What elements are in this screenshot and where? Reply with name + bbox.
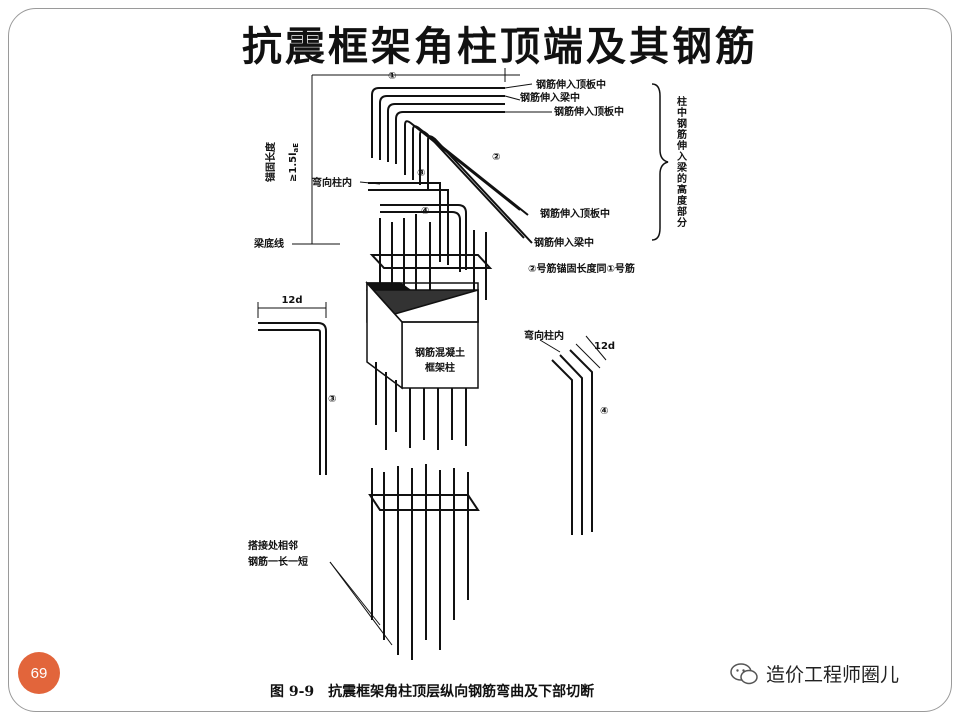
left-dim-12d — [257, 302, 327, 318]
label-bracket-text: 柱中钢筋伸入梁的高度部分 — [675, 95, 688, 228]
right-bar-4 — [551, 349, 593, 535]
marker-3-left: ③ — [328, 394, 336, 405]
top-stirrup — [369, 254, 493, 269]
concrete-column — [365, 281, 479, 390]
label-beam-bottom-line: 梁底线 — [253, 237, 284, 250]
label-bar-top-slab-1: 钢筋伸入顶板中 — [536, 78, 606, 91]
label-bar-top-slab-2: 钢筋伸入顶板中 — [554, 105, 624, 118]
label-lap-line1: 搭接处相邻 — [248, 539, 298, 552]
label-bar-beam-1: 钢筋伸入梁中 — [520, 91, 580, 104]
label-anchor-length: 锚固长度 — [264, 141, 277, 182]
slide-frame — [8, 8, 952, 712]
label-bend-inward-top: 弯向柱内 — [312, 176, 352, 189]
column-lower-bars — [375, 362, 467, 450]
dim-12d-right: 12d — [594, 341, 615, 352]
label-bar-beam-2: 钢筋伸入梁中 — [534, 236, 594, 249]
marker-4-top: ④ — [421, 206, 429, 217]
label-lap-line2: 钢筋一长一短 — [248, 555, 308, 568]
bend-inward-top-leader — [359, 181, 381, 185]
marker-4-right: ④ — [600, 406, 608, 417]
slide-title: 抗震框架角柱顶端及其钢筋 — [242, 23, 758, 70]
lower-stirrup — [368, 494, 480, 511]
dim-12d-left: 12d — [281, 295, 302, 306]
watermark: 造价工程师圈儿 — [730, 660, 899, 687]
diagonal-bars — [404, 120, 533, 244]
marker-1: ① — [388, 71, 396, 82]
label-bend-inward-right: 弯向柱内 — [524, 329, 564, 342]
watermark-text: 造价工程师圈儿 — [766, 664, 900, 686]
top-leaders — [311, 68, 552, 244]
label-note-bar2: ②号筋锚固长度同①号筋 — [528, 262, 635, 275]
figure-caption: 图 9-9 抗震框架角柱顶层纵向钢筋弯曲及下部切断 — [270, 683, 594, 700]
lap-leaders — [329, 561, 393, 646]
column-label-line1: 钢筋混凝土 — [415, 346, 465, 359]
wechat-icon — [730, 662, 758, 684]
right-leaders — [539, 335, 607, 369]
top-hooked-bars — [371, 87, 505, 164]
column-label-line2: 框架柱 — [425, 361, 455, 374]
right-bracket — [651, 83, 669, 241]
page-number-badge: 69 — [18, 652, 60, 694]
marker-2: ② — [492, 152, 500, 163]
label-bar-top-slab-3: 钢筋伸入顶板中 — [540, 207, 610, 220]
lower-bars — [371, 464, 469, 660]
left-bar-3 — [258, 322, 327, 475]
bend-inward-bars — [368, 182, 467, 272]
label-anchor-value: ≥1.5laE — [288, 143, 300, 182]
marker-3-top: ③ — [417, 168, 425, 179]
